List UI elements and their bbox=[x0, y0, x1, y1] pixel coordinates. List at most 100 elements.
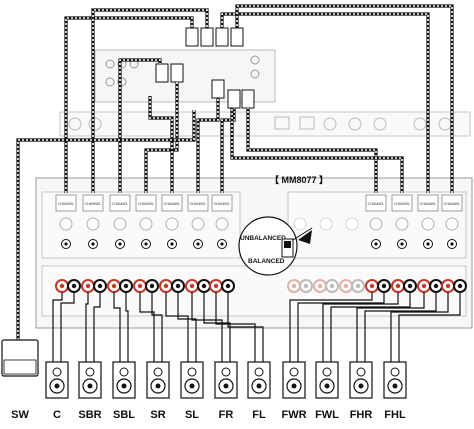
positive-terminal-post bbox=[189, 283, 195, 289]
speaker-fl: FL bbox=[247, 361, 271, 421]
woofer-cap bbox=[324, 383, 330, 389]
positive-terminal-post bbox=[59, 283, 65, 289]
rca-cable-core bbox=[119, 59, 161, 193]
speaker-wire bbox=[151, 292, 163, 362]
woofer bbox=[251, 378, 267, 394]
model-label: 【 MM8077 】 bbox=[270, 175, 328, 185]
xlr-jack bbox=[86, 217, 100, 231]
woofer bbox=[49, 378, 65, 394]
tweeter bbox=[52, 367, 62, 377]
speaker-sbl: SBL bbox=[112, 361, 136, 421]
speaker-icon bbox=[45, 361, 69, 399]
speaker-label: SL bbox=[185, 409, 199, 421]
woofer-cap bbox=[256, 383, 262, 389]
speaker-wire bbox=[356, 292, 425, 362]
xlr-jack bbox=[215, 217, 229, 231]
woofer bbox=[82, 378, 98, 394]
channel-tag bbox=[135, 194, 157, 212]
negative-terminal-post bbox=[329, 283, 335, 289]
xlr-jack bbox=[165, 217, 179, 231]
speaker-label: FWR bbox=[281, 409, 306, 421]
speaker-fhr: FHR bbox=[349, 361, 373, 421]
channel-tag bbox=[441, 194, 463, 212]
channel-tag-text: CHANNEL bbox=[394, 202, 411, 206]
speaker-label: FR bbox=[219, 409, 234, 421]
rca-jack-pin bbox=[450, 242, 454, 246]
negative-terminal-post bbox=[71, 283, 77, 289]
woofer-cap bbox=[392, 383, 398, 389]
channel-tag-text: CHANNEL bbox=[85, 202, 102, 206]
tweeter bbox=[356, 367, 366, 377]
tweeter bbox=[153, 367, 163, 377]
positive-terminal-post bbox=[111, 283, 117, 289]
speaker-icon bbox=[349, 361, 373, 399]
terminal-pair-8 bbox=[287, 279, 313, 293]
speaker-fhl: FHL bbox=[383, 361, 407, 421]
negative-terminal-post bbox=[225, 283, 231, 289]
channel-tag-text: CHANNEL bbox=[58, 202, 75, 206]
negative-terminal-post bbox=[355, 283, 361, 289]
rca-jack-pin bbox=[374, 242, 378, 246]
speaker-label: FHR bbox=[350, 409, 373, 421]
right-input-2: CHANNEL bbox=[391, 194, 413, 249]
receiver-lower-panel bbox=[59, 111, 471, 137]
right-input-4: CHANNEL bbox=[441, 194, 463, 249]
cables bbox=[16, 4, 461, 362]
speaker-sw: SW bbox=[1, 339, 39, 421]
xlr-jack bbox=[59, 217, 73, 231]
speaker-label: FWL bbox=[315, 409, 339, 421]
rca-cable-core bbox=[145, 82, 178, 193]
tweeter bbox=[322, 367, 332, 377]
speaker-sl: SL bbox=[180, 361, 204, 421]
woofer-cap bbox=[189, 383, 195, 389]
negative-terminal-post bbox=[201, 283, 207, 289]
speaker-icon bbox=[383, 361, 407, 399]
speaker-wire bbox=[227, 292, 264, 362]
negative-terminal-post bbox=[457, 283, 463, 289]
woofer-cap bbox=[121, 383, 127, 389]
speaker-wire bbox=[215, 292, 256, 362]
terminal-pair-12 bbox=[391, 279, 417, 293]
rca-cable-core bbox=[65, 17, 193, 193]
xlr-jack bbox=[445, 217, 459, 231]
left-input-1: CHANNEL bbox=[55, 194, 77, 249]
rca-jack-pin bbox=[118, 242, 122, 246]
negative-terminal-post bbox=[175, 283, 181, 289]
speaker-icon bbox=[146, 361, 170, 399]
woofer-cap bbox=[87, 383, 93, 389]
speaker-fwr: FWR bbox=[281, 361, 307, 421]
tweeter bbox=[390, 367, 400, 377]
speaker-wire bbox=[297, 292, 385, 362]
speaker-icon bbox=[282, 361, 306, 399]
tweeter bbox=[254, 367, 264, 377]
speaker-icon bbox=[214, 361, 238, 399]
positive-terminal-post bbox=[369, 283, 375, 289]
left-input-2: CHANNEL bbox=[82, 194, 104, 249]
speaker-icon bbox=[112, 361, 136, 399]
terminal-pair-11 bbox=[365, 279, 391, 293]
negative-terminal-post bbox=[303, 283, 309, 289]
xlr-jack bbox=[139, 217, 153, 231]
speaker-sr: SR bbox=[146, 361, 170, 421]
speaker-sbr: SBR bbox=[78, 361, 102, 421]
rca-cable-core bbox=[221, 108, 235, 193]
xlr-jack bbox=[369, 217, 383, 231]
terminal-pair-9 bbox=[313, 279, 339, 293]
terminal-pair-7 bbox=[209, 279, 235, 293]
unbalanced-label: UNBALANCED bbox=[240, 235, 286, 242]
av-receiver bbox=[59, 27, 471, 137]
rca-jack-pin bbox=[196, 242, 200, 246]
left-input-5: CHANNEL bbox=[161, 194, 183, 249]
channel-tag-text: CHANNEL bbox=[420, 202, 437, 206]
speaker-wire bbox=[364, 292, 437, 362]
speaker-wire bbox=[330, 292, 411, 362]
right-channel-inputs: CHANNEL CHANNEL CHANNEL CHANNEL bbox=[293, 194, 463, 249]
speaker-wire bbox=[139, 292, 155, 362]
balanced-label: BALANCED bbox=[248, 258, 285, 265]
speaker-label: FHL bbox=[384, 409, 406, 421]
right-input-1: CHANNEL bbox=[365, 194, 387, 249]
speaker-fr: FR bbox=[214, 361, 238, 421]
channel-tag-text: CHANNEL bbox=[112, 202, 129, 206]
